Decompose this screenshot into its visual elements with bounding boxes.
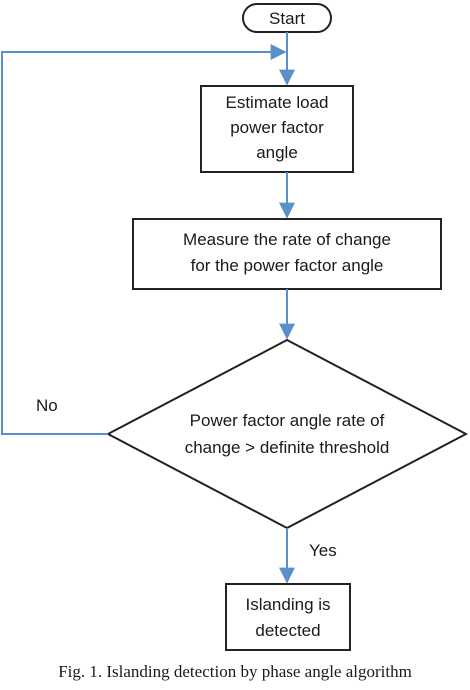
measure-node: Measure the rate of change for the power… (132, 218, 442, 290)
arrow-no-loop (1, 44, 287, 435)
figure-caption: Fig. 1. Islanding detection by phase ang… (58, 662, 412, 681)
measure-line-1: Measure the rate of change (183, 230, 391, 249)
start-label: Start (269, 9, 305, 28)
measure-line-2: for the power factor angle (191, 256, 384, 275)
yes-label: Yes (309, 541, 337, 560)
decision-line-1: Power factor angle rate of (190, 411, 385, 430)
start-node: Start (242, 3, 332, 33)
estimate-line-3: angle (256, 143, 298, 162)
no-label: No (36, 396, 58, 415)
decision-line-2: change > definite threshold (185, 438, 390, 457)
detected-node: Islanding is detected (225, 583, 351, 651)
flowchart: Start Estimate load power factor angle M… (1, 3, 469, 651)
estimate-line-1: Estimate load (226, 93, 329, 112)
detected-line-2: detected (255, 621, 320, 640)
estimate-line-2: power factor (230, 118, 324, 137)
estimate-node: Estimate load power factor angle (200, 85, 354, 173)
decision-node: Power factor angle rate of change > defi… (105, 338, 469, 530)
detected-line-1: Islanding is (245, 595, 330, 614)
